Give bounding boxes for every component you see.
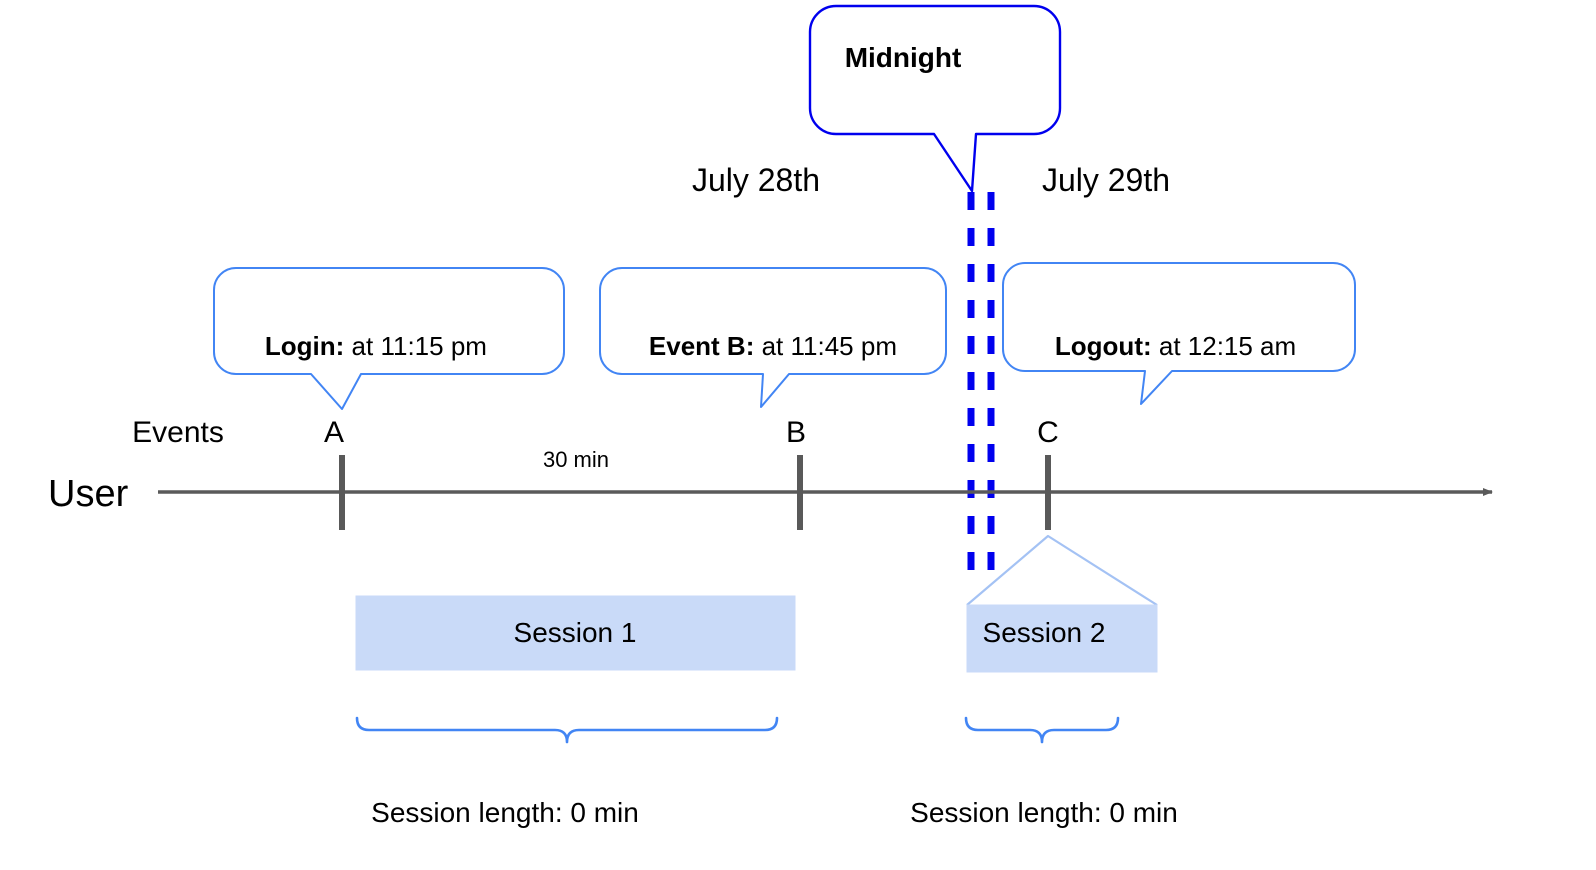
midnight-label: Midnight [844, 42, 962, 73]
session-1-label: Session 1 [513, 617, 637, 648]
session-1-box [355, 595, 796, 671]
session-2-connector [966, 534, 1158, 606]
session-2-label: Session 2 [982, 617, 1106, 648]
date-label-july-28: July 28th [691, 162, 821, 198]
callout-text-logout: Logout: at 12:15 am [1026, 307, 1296, 385]
callout-text-event-b: Event B: at 11:45 pm [620, 307, 897, 385]
event-letter-a: A [323, 416, 345, 449]
date-label-july-29: July 29th [1041, 162, 1171, 198]
session-2-group [966, 534, 1158, 673]
midnight-divider-lines [967, 192, 995, 583]
session-2-box [966, 604, 1158, 673]
callout-text-login: Login: at 11:15 pm [236, 307, 487, 385]
event-letter-b: B [785, 416, 807, 449]
midnight-callout-shape [808, 4, 1062, 193]
callout-shape-login [213, 267, 565, 410]
session-1-brace [355, 716, 779, 744]
user-row-label: User [48, 473, 129, 515]
session-2-length-label: Session length: 0 min [910, 797, 1178, 828]
callout-logout-time: at 12:15 am [1151, 331, 1297, 361]
callout-shape-event-b [599, 267, 947, 408]
timeline-axis [158, 455, 1493, 530]
callout-event-b-kind: Event B: [648, 331, 755, 361]
callout-shape-logout [1002, 262, 1356, 405]
callout-login-time: at 11:15 pm [344, 331, 487, 361]
callout-logout-kind: Logout: [1054, 331, 1152, 361]
session-1-group [355, 595, 796, 671]
duration-label-30-min: 30 min [542, 447, 610, 472]
callout-login-kind: Login: [264, 331, 345, 361]
session-1-length-label: Session length: 0 min [371, 797, 639, 828]
session-2-brace [964, 716, 1120, 744]
event-letter-c: C [1037, 416, 1059, 449]
callout-event-b-time: at 11:45 pm [754, 331, 897, 361]
events-row-label: Events [132, 416, 224, 449]
